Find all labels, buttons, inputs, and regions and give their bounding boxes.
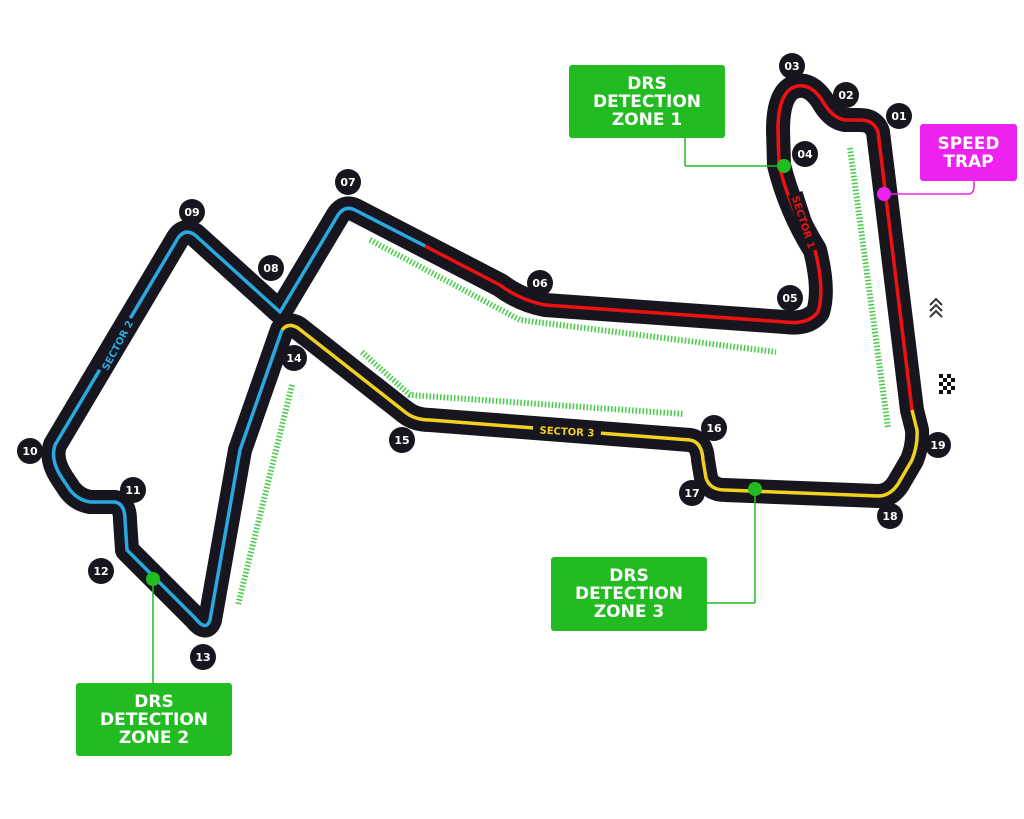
checkered-flag-icon (939, 374, 955, 394)
svg-text:15: 15 (394, 434, 409, 447)
drs-zone-06-07 (368, 237, 777, 355)
speed-trap-label: SPEED TRAP (920, 124, 1017, 181)
svg-text:17: 17 (684, 487, 699, 500)
turn-18: 18 (877, 503, 903, 529)
speed-trap-point (877, 187, 891, 201)
label-line: DETECTION (99, 709, 208, 730)
svg-text:16: 16 (706, 422, 722, 435)
svg-text:07: 07 (340, 176, 355, 189)
sector-3-label: SECTOR 3 (532, 421, 602, 440)
label-line: DRS (134, 691, 174, 712)
turn-02: 02 (833, 82, 859, 108)
turn-12: 12 (88, 558, 114, 584)
drs-chevrons-icon (929, 297, 943, 318)
drs-zone-main-straight (847, 147, 891, 429)
label-line: ZONE 1 (611, 109, 683, 130)
svg-text:14: 14 (286, 352, 302, 365)
turn-09: 09 (179, 199, 205, 225)
label-line: DETECTION (592, 91, 701, 112)
turn-15: 15 (389, 427, 415, 453)
svg-text:10: 10 (22, 445, 38, 458)
turn-08: 08 (258, 255, 284, 281)
turn-03: 03 (779, 53, 805, 79)
label-line: DRS (627, 73, 667, 94)
svg-text:03: 03 (784, 60, 799, 73)
svg-text:08: 08 (263, 262, 278, 275)
drs-zone-14-16 (359, 349, 685, 417)
svg-text:09: 09 (184, 206, 199, 219)
drs-detection-point-3 (748, 482, 762, 496)
svg-text:SECTOR 3: SECTOR 3 (539, 426, 594, 440)
svg-text:04: 04 (797, 148, 813, 161)
label-line: DRS (609, 566, 649, 586)
svg-text:18: 18 (882, 510, 897, 523)
svg-text:06: 06 (532, 277, 548, 290)
drs-detection-zone-1-label: DRS DETECTION ZONE 1 (569, 65, 725, 138)
label-line: TRAP (943, 151, 994, 172)
turn-06: 06 (527, 270, 553, 296)
svg-text:05: 05 (782, 292, 797, 305)
turn-01: 01 (886, 103, 912, 129)
turn-14: 14 (281, 345, 307, 371)
drs-detection-zone-2-label: DRS DETECTION ZONE 2 (76, 683, 232, 756)
svg-text:11: 11 (125, 484, 140, 497)
turn-17: 17 (679, 480, 705, 506)
turn-10: 10 (17, 438, 43, 464)
turn-05: 05 (777, 285, 803, 311)
svg-text:02: 02 (838, 89, 853, 102)
turn-07: 07 (335, 169, 361, 195)
turn-13: 13 (190, 644, 216, 670)
drs-zone-13-14 (235, 384, 295, 606)
label-line: ZONE 2 (118, 727, 190, 748)
drs-detection-point-1 (777, 159, 791, 173)
drs-detection-zone-3-label: DRS DETECTION ZONE 3 (551, 557, 707, 631)
turn-11: 11 (120, 477, 146, 503)
turn-16: 16 (701, 415, 727, 441)
sector-3-line (280, 323, 919, 498)
label-line: DETECTION (574, 584, 683, 604)
svg-text:19: 19 (930, 439, 945, 452)
turn-19: 19 (925, 432, 951, 458)
label-line: SPEED (937, 133, 1000, 154)
sector-2-line (51, 206, 426, 628)
label-line: ZONE 3 (593, 602, 665, 622)
svg-text:12: 12 (93, 565, 108, 578)
drs-detection-point-2 (146, 572, 160, 586)
svg-text:13: 13 (195, 651, 210, 664)
turn-04: 04 (792, 141, 818, 167)
svg-text:01: 01 (891, 110, 906, 123)
